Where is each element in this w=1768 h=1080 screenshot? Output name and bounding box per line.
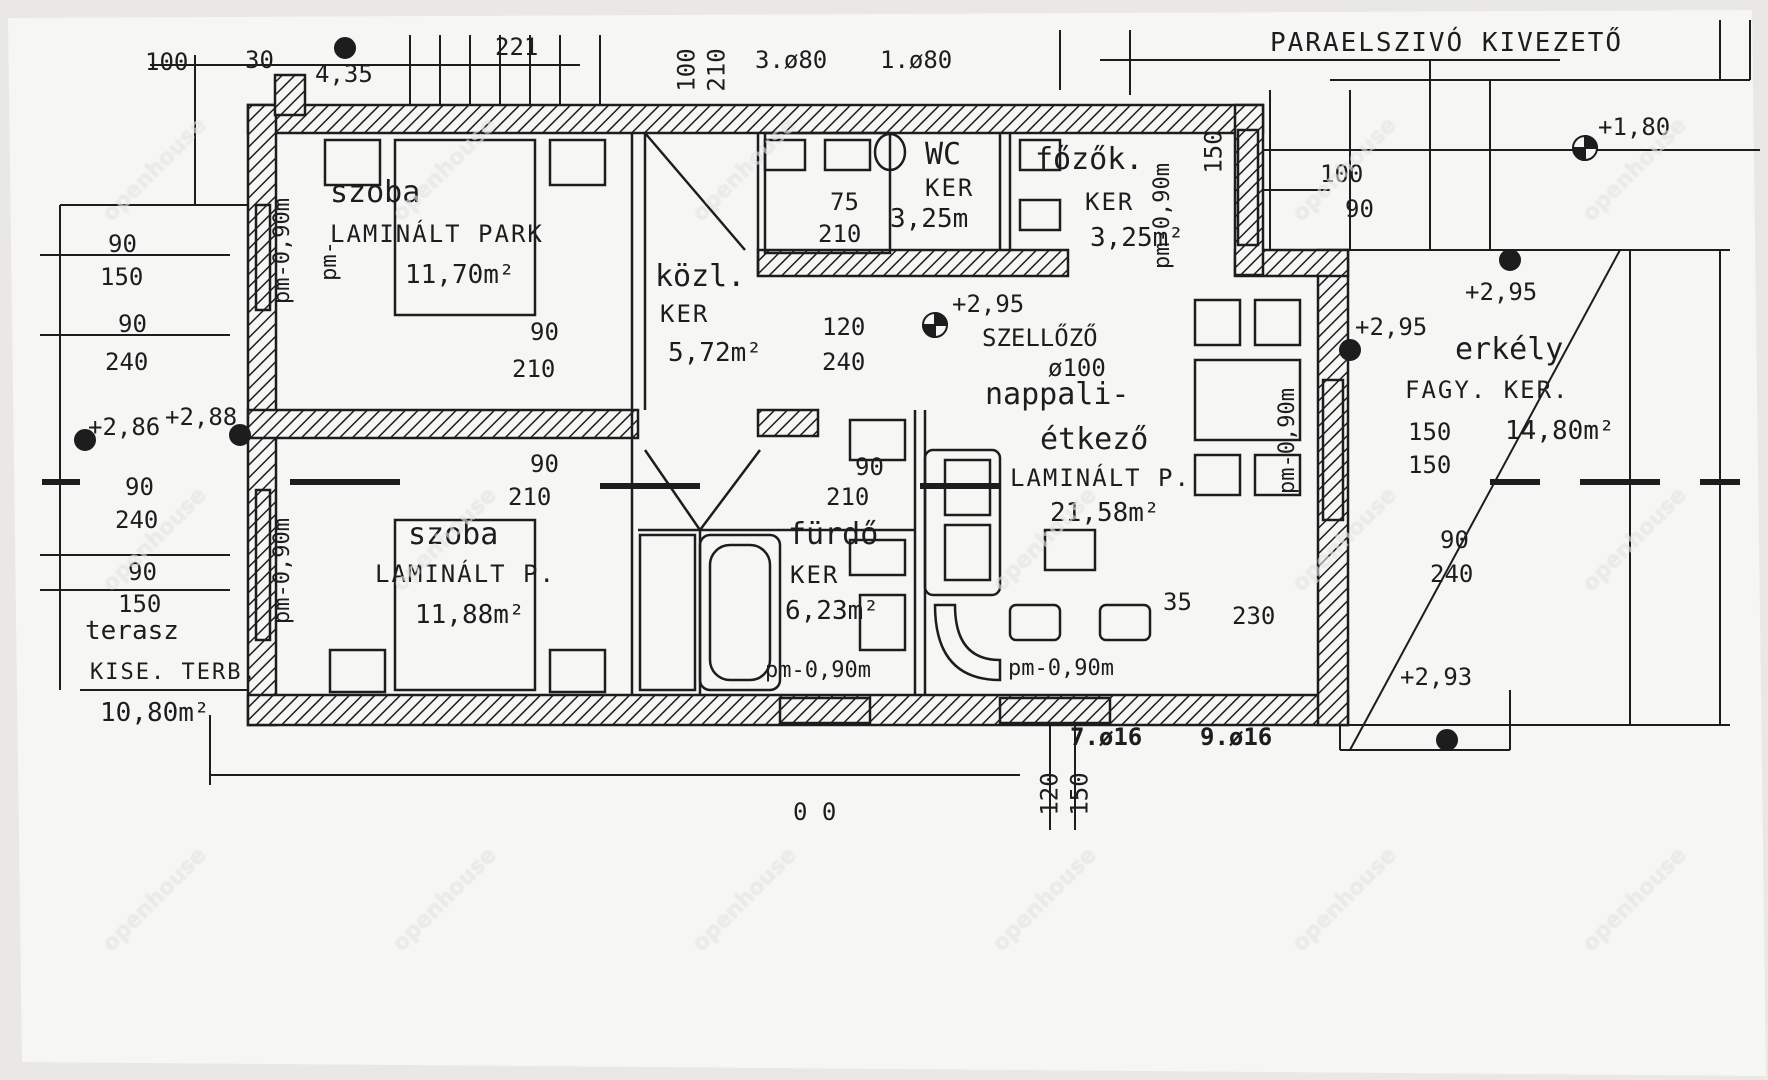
- parapet-p7: pm-: [316, 241, 342, 281]
- parapet-p6: pm-0,90m: [1008, 656, 1114, 681]
- room-kozl-floor: KER: [660, 300, 710, 328]
- level-l7: +2,93: [1400, 663, 1473, 691]
- dim-150-150-bottom: 150: [1408, 451, 1452, 479]
- room-szoba2-floor: LAMINÁLT P.: [375, 560, 556, 588]
- section-line: [42, 479, 1740, 489]
- room-nappali-name2: étkező: [1040, 422, 1149, 457]
- dim-120v: 120: [1035, 772, 1064, 816]
- room-erkely-floor: FAGY. KER.: [1405, 376, 1570, 404]
- room-erkely-area: 14,80m²: [1505, 416, 1615, 446]
- dim-120-240-bottom: 240: [822, 348, 866, 376]
- room-nappali-area: 21,58m²: [1050, 498, 1160, 528]
- dim-90-240c-top: 90: [1440, 526, 1469, 554]
- room-szoba1-name: szoba: [330, 175, 421, 210]
- dim-00: 0 0: [793, 798, 837, 826]
- room-furdo-area: 6,23m²: [785, 596, 879, 626]
- label-szellozo: SZELLŐZŐ: [982, 324, 1098, 352]
- room-nappali-floor: LAMINÁLT P.: [1010, 464, 1191, 492]
- dim-120-240-top: 120: [822, 313, 866, 341]
- dim-221: 221: [495, 33, 539, 61]
- room-fozo-floor: KER: [1085, 188, 1135, 216]
- dim-100-90-bottom: 90: [1345, 195, 1374, 223]
- dim-75: 75: [830, 188, 859, 216]
- dim-90-210c-top: 90: [855, 453, 884, 481]
- level-l6: +2,88: [165, 403, 238, 431]
- dim-35: 35: [1163, 588, 1192, 616]
- room-szoba2-name: szoba: [408, 517, 499, 552]
- dim-100-90-top: 100: [1320, 160, 1364, 188]
- level-l2: +2,95: [952, 290, 1025, 318]
- dim-30: 30: [245, 46, 274, 74]
- room-fozo-name: főzők.: [1035, 142, 1144, 177]
- level-l5: +2,86: [88, 413, 161, 441]
- dim-90-240a-top: 90: [118, 310, 147, 338]
- parapet-p2: pm-0,90m: [269, 518, 295, 624]
- dim-210v: 210: [702, 48, 731, 92]
- room-szoba2-area: 11,88m²: [415, 600, 525, 630]
- dim-90-150a-top: 90: [108, 230, 137, 258]
- room-furdo-name: fürdő: [788, 517, 879, 552]
- dim-7phi16: 7.ø16: [1070, 723, 1143, 751]
- dim-90-210c-bottom: 210: [826, 483, 870, 511]
- dim-90-240c-bottom: 240: [1430, 560, 1474, 588]
- level-l3: +2,95: [1355, 313, 1428, 341]
- parapet-p1: pm-0,90m: [269, 198, 295, 304]
- dim-230: 230: [1232, 602, 1276, 630]
- room-terasz-floor: KISE. TERB.: [90, 660, 258, 685]
- label-phi100: ø100: [1048, 354, 1106, 382]
- room-terasz-area: 10,80m²: [100, 698, 210, 728]
- dim-90-210a-bottom: 210: [512, 355, 556, 383]
- dim-90-210a-top: 90: [530, 318, 559, 346]
- dim-210wc: 210: [818, 220, 862, 248]
- dim-90-210b-top: 90: [530, 450, 559, 478]
- room-terasz-name: terasz: [85, 616, 179, 646]
- dim-90-150a-bottom: 150: [100, 263, 144, 291]
- dim-90-240a-bottom: 240: [105, 348, 149, 376]
- room-kozl-name: közl.: [655, 259, 746, 294]
- dim-150v2: 150: [1065, 772, 1094, 816]
- dim-9phi16: 9.ø16: [1200, 723, 1273, 751]
- dim-150-150-top: 150: [1408, 418, 1452, 446]
- level-l8: 4,35: [315, 60, 373, 88]
- walls: [246, 73, 1350, 727]
- room-fozo-area: 3,25m²: [1090, 223, 1184, 253]
- level-l4: +2,95: [1465, 278, 1538, 306]
- parapet-p3: pm-0,90m: [1149, 163, 1175, 269]
- dim-150v: 150: [1199, 130, 1228, 174]
- parapet-p5: pm-0,90m: [765, 658, 871, 683]
- room-furdo-floor: KER: [790, 561, 840, 589]
- dim-100a: 100: [145, 48, 189, 76]
- dim-3phi80: 3.ø80: [755, 46, 828, 74]
- dim-90-150b-bottom: 150: [118, 590, 162, 618]
- room-szoba1-area: 11,70m²: [405, 260, 515, 290]
- room-wc-area: 3,25m: [890, 204, 969, 234]
- dim-90-150b-top: 90: [128, 558, 157, 586]
- dim-100v: 100: [672, 48, 701, 92]
- dim-1phi80: 1.ø80: [880, 46, 953, 74]
- room-nappali-name: nappali-: [985, 377, 1130, 412]
- room-kozl-area: 5,72m²: [668, 338, 762, 368]
- dim-90-210b-bottom: 210: [508, 483, 552, 511]
- room-erkely-name: erkély: [1455, 332, 1564, 367]
- level-l1: +1,80: [1598, 113, 1671, 141]
- dim-90-240b-top: 90: [125, 473, 154, 501]
- dim-90-240b-bottom: 240: [115, 506, 159, 534]
- parapet-p4: pm-0,90m: [1274, 388, 1300, 494]
- room-wc-name: WC: [925, 137, 962, 172]
- title-note: PARAELSZIVÓ KIVEZETŐ: [1270, 28, 1624, 58]
- room-wc-floor: KER: [925, 174, 975, 202]
- room-szoba1-floor: LAMINÁLT PARK: [330, 220, 544, 248]
